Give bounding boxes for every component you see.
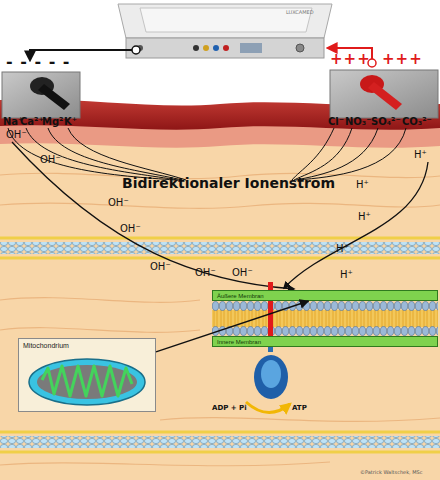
copyright-note: ©Patrick Waltschek, MSc (360, 470, 422, 475)
ion-label: Ca²⁺ (20, 117, 44, 127)
polarity-sign: +++ (330, 52, 371, 67)
ion-label: K⁺ (64, 117, 77, 127)
ion-label: H⁺ (356, 180, 369, 190)
ion-label: H⁺ (358, 212, 371, 222)
ion-label: H⁺ (340, 270, 353, 280)
flow-title: Bidirektionaler Ionenstrom (122, 176, 335, 190)
ion-label: OH⁻ (6, 130, 27, 140)
ion-label: H⁺ (336, 244, 349, 254)
connector-arrow (156, 301, 309, 352)
ion-label: Cl⁻ (328, 117, 344, 127)
polarity-sign: +++ (382, 52, 423, 67)
membrane-band: Innere Membran (212, 336, 438, 347)
ion-label: SO₄²⁻ (371, 117, 401, 127)
node-text: Äußere Membran (217, 293, 264, 299)
node-text: Innere Membran (217, 339, 261, 345)
ion-label: OH⁻ (150, 262, 171, 272)
ion-label: NO₃⁻ (345, 117, 372, 127)
ion-label: OH⁻ (195, 268, 216, 278)
membrane-band: Äußere Membran (212, 290, 438, 301)
brand-label: LUXCAMED (286, 10, 314, 15)
ion-label: OH⁻ (40, 155, 61, 165)
ion-label: OH⁻ (232, 268, 253, 278)
polarity-sign: - - - - - (6, 54, 70, 70)
ion-label: CO₃²⁻ (402, 117, 432, 127)
energy-label: ADP + Pi (212, 405, 247, 412)
inset-box: Mitochondrium (18, 338, 156, 412)
node-text: Mitochondrium (23, 342, 69, 349)
ion-label: OH⁻ (108, 198, 129, 208)
ion-label: OH⁻ (120, 224, 141, 234)
ion-label: H⁺ (414, 150, 427, 160)
energy-label: ATP (292, 405, 307, 412)
